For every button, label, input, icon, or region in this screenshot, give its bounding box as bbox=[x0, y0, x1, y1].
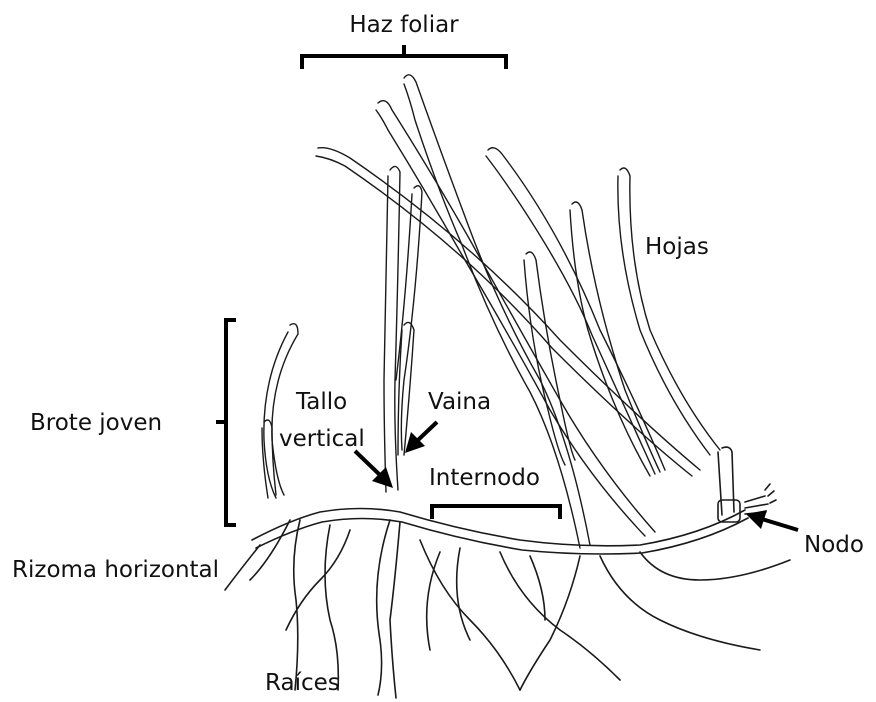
label-vertical: vertical bbox=[279, 426, 365, 452]
tallo-arrow bbox=[355, 451, 393, 488]
label-raices: Raíces bbox=[265, 670, 340, 696]
label-nodo: Nodo bbox=[804, 532, 864, 558]
haz-foliar-bracket bbox=[302, 47, 506, 67]
label-brote-joven: Brote joven bbox=[30, 410, 162, 436]
leaf bbox=[618, 176, 710, 455]
leaf bbox=[262, 428, 268, 498]
leaf bbox=[401, 186, 422, 450]
label-vaina: Vaina bbox=[428, 389, 491, 415]
label-tallo: Tallo bbox=[295, 389, 347, 415]
leaf bbox=[384, 176, 388, 492]
nodo-arrow bbox=[746, 510, 798, 530]
brote-joven-bracket bbox=[218, 320, 234, 525]
label-internodo: Internodo bbox=[429, 465, 540, 491]
label-hojas: Hojas bbox=[645, 234, 709, 260]
leaf bbox=[620, 168, 720, 450]
rhizome bbox=[252, 447, 776, 554]
label-haz-foliar: Haz foliar bbox=[349, 12, 459, 38]
leaf bbox=[272, 324, 298, 495]
leaf bbox=[264, 332, 288, 498]
vaina-arrow bbox=[405, 422, 437, 453]
internodo-bracket bbox=[432, 506, 560, 517]
label-rizoma-horizontal: Rizoma horizontal bbox=[12, 557, 219, 583]
